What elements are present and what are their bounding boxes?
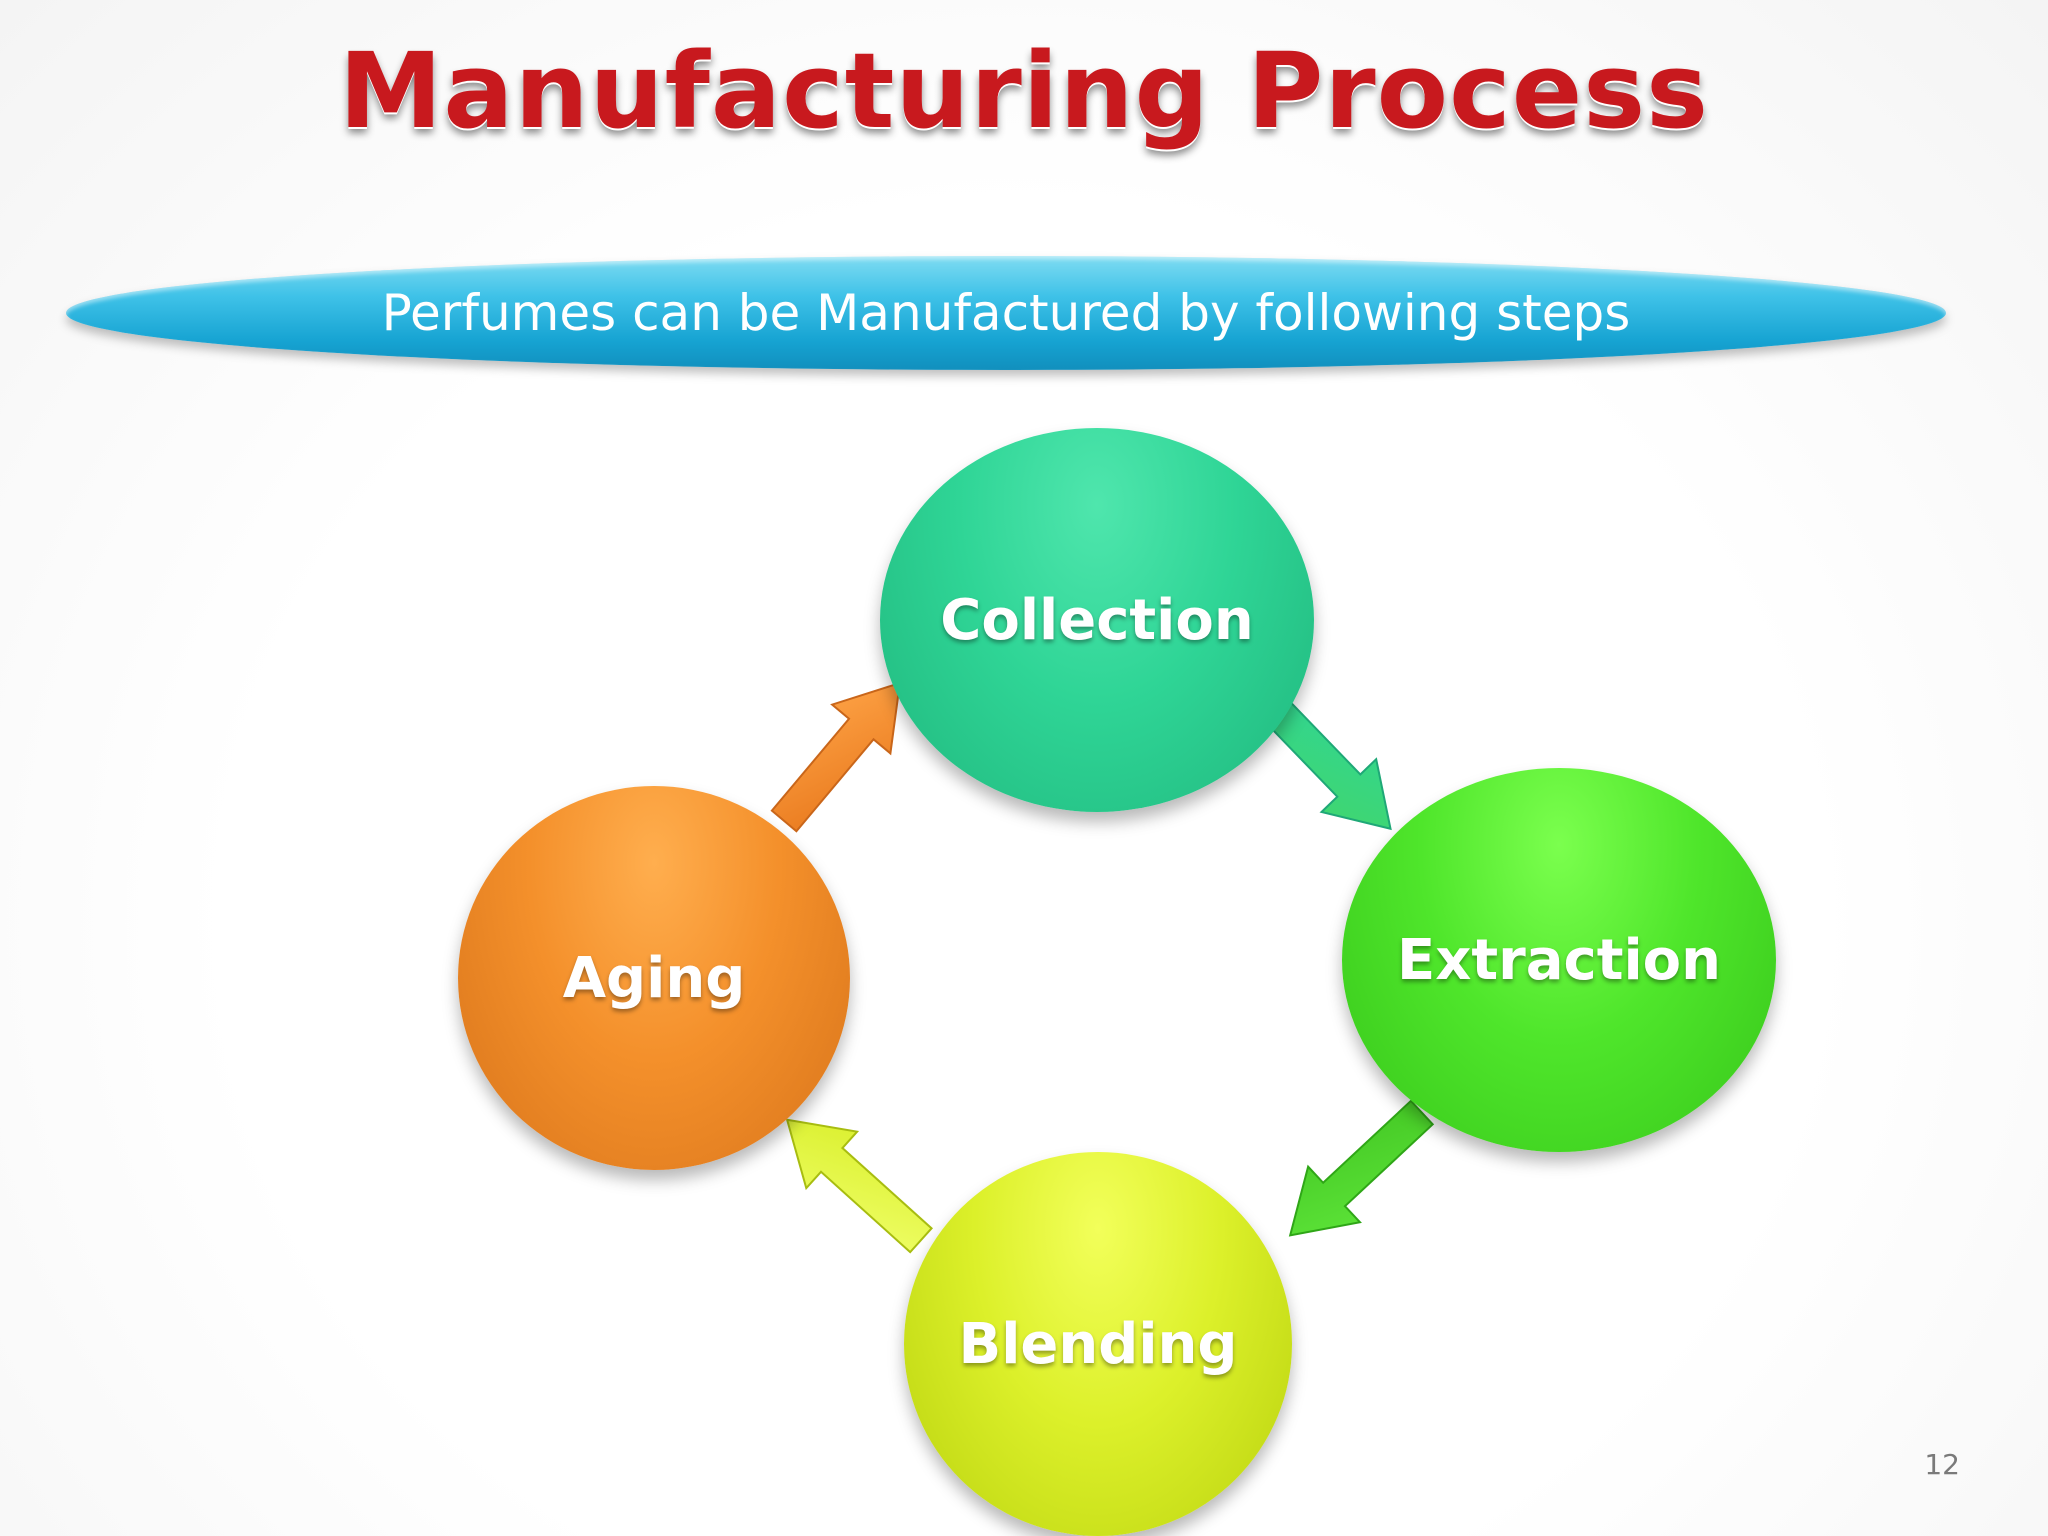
step-blending: Blending	[904, 1152, 1292, 1536]
arrow-blending-to-aging	[785, 1118, 934, 1254]
step-aging: Aging	[458, 786, 850, 1170]
banner: Perfumes can be Manufactured by followin…	[66, 256, 1946, 370]
page-number: 12	[1924, 1448, 1960, 1481]
arrow-extraction-to-blending	[1288, 1099, 1435, 1237]
step-extraction-label: Extraction	[1396, 927, 1722, 993]
step-aging-label: Aging	[562, 945, 746, 1011]
slide-title: Manufacturing Process	[338, 30, 1710, 152]
step-collection-label: Collection	[940, 587, 1254, 653]
step-extraction: Extraction	[1342, 768, 1776, 1152]
step-blending-label: Blending	[958, 1311, 1238, 1377]
banner-text: Perfumes can be Manufactured by followin…	[381, 284, 1631, 342]
step-collection: Collection	[880, 428, 1314, 812]
